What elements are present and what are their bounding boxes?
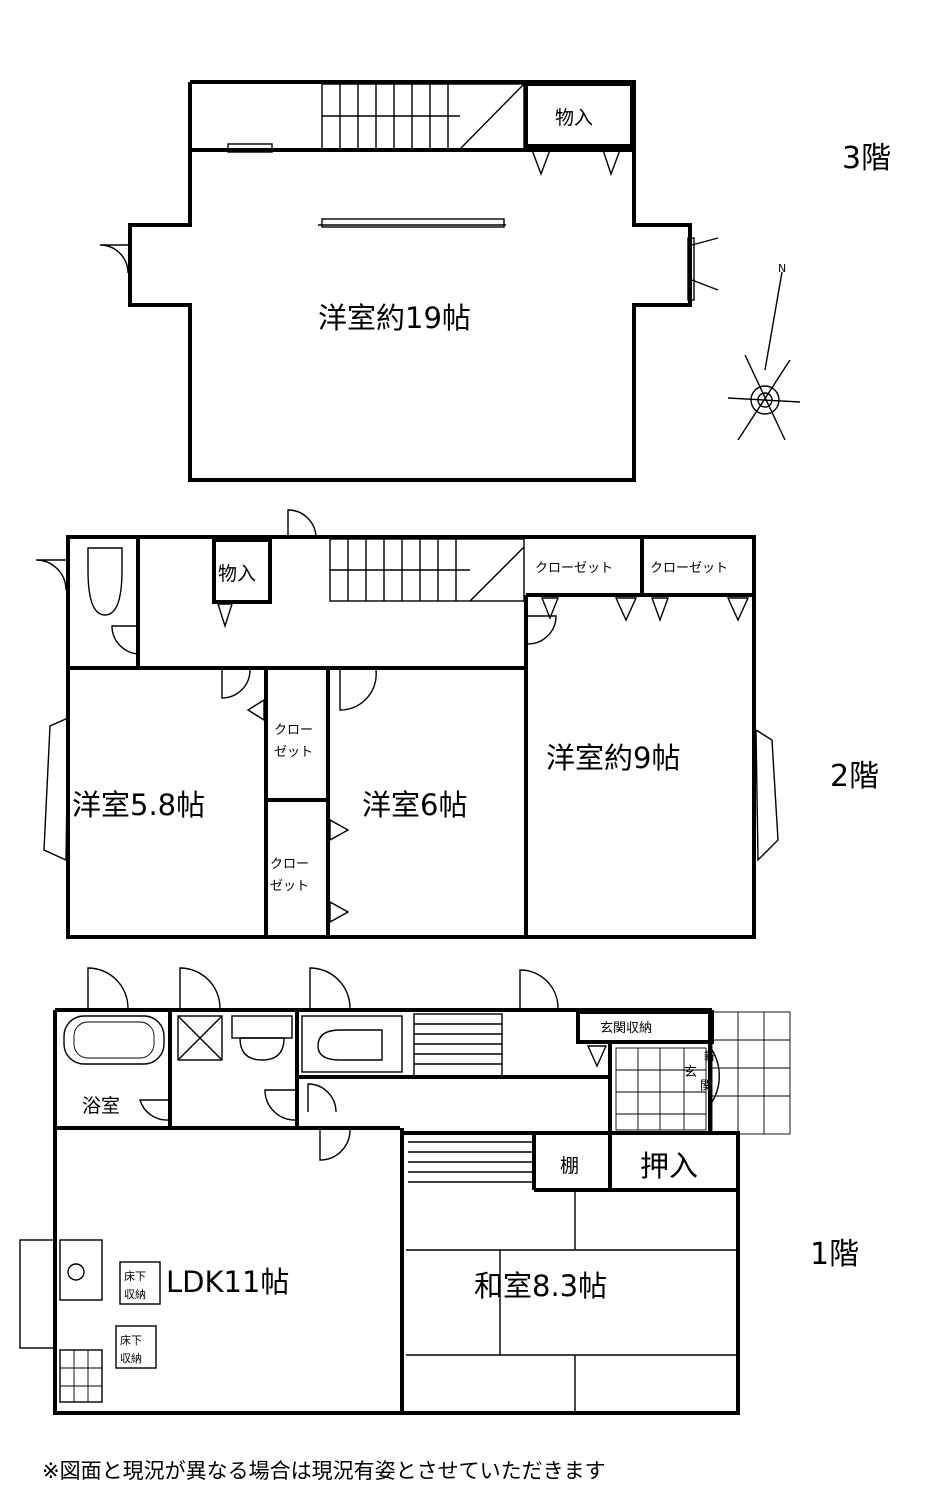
- third-floor-label: 3階: [842, 141, 891, 176]
- new-mark: 新: [704, 1049, 715, 1063]
- second-floor: 物入 クローゼット クローゼット クロー ゼット クロー ゼット: [35, 509, 879, 939]
- tatami-lines: [406, 1192, 736, 1411]
- room-6-label: 洋室6帖: [362, 788, 467, 822]
- third-main-room-label: 洋室約19帖: [318, 301, 471, 335]
- door: [339, 669, 377, 711]
- toilet-icon: [87, 547, 123, 616]
- room-9-label: 洋室約9帖: [546, 741, 680, 775]
- door: [179, 967, 221, 1009]
- second-storage-label: 物入: [218, 563, 256, 585]
- small-closet-1-line1: クロー: [274, 723, 313, 738]
- oshiire-label: 押入: [640, 1149, 698, 1183]
- japanese-room-label: 和室8.3帖: [474, 1269, 607, 1303]
- door: [111, 625, 141, 655]
- door: [264, 1089, 296, 1121]
- disclaimer-note: ※図面と現況が異なる場合は現況有姿とさせていただきます: [42, 1459, 606, 1483]
- door: [309, 967, 351, 1009]
- stairs: [329, 538, 525, 602]
- small-closet-2-line1: クロー: [270, 857, 309, 872]
- sink-icon: [59, 1239, 103, 1301]
- underfloor-1-line1: 床下: [124, 1269, 146, 1283]
- door: [527, 615, 557, 645]
- third-floor: 物入 洋室約19帖 3階: [99, 80, 891, 482]
- compass-north-label: N: [778, 262, 786, 275]
- door: [307, 1083, 337, 1113]
- first-floor-label: 1階: [810, 1237, 859, 1272]
- door: [139, 1099, 169, 1121]
- toilet-icon: [317, 1029, 383, 1061]
- second-floor-label: 2階: [830, 759, 879, 794]
- small-closet-2-line2: ゼット: [270, 879, 309, 894]
- room-5-8-label: 洋室5.8帖: [72, 788, 205, 822]
- door: [99, 244, 129, 274]
- stairs: [321, 83, 525, 150]
- third-storage-label: 物入: [555, 107, 593, 129]
- door: [519, 969, 559, 1009]
- shelf-label: 棚: [560, 1155, 579, 1177]
- underfloor-1-line2: 収納: [124, 1288, 146, 1301]
- ldk-label: LDK11帖: [166, 1265, 289, 1299]
- closet-label-2: クローゼット: [650, 561, 728, 576]
- first-floor: 浴室 玄関収納: [19, 967, 859, 1415]
- closet-label-1: クローゼット: [535, 561, 613, 576]
- entrance-label-1: 玄: [684, 1065, 697, 1080]
- door: [35, 559, 67, 591]
- compass-icon: N: [727, 262, 801, 441]
- entrance-tiles: [615, 1011, 791, 1135]
- underfloor-2-line1: 床下: [120, 1333, 142, 1347]
- door: [319, 1129, 351, 1161]
- door: [221, 669, 251, 699]
- stove-icon: [59, 1349, 103, 1403]
- door: [711, 1049, 720, 1103]
- small-closet-1-line2: ゼット: [274, 745, 313, 760]
- bath-label: 浴室: [82, 1095, 120, 1117]
- entrance-storage-label: 玄関収納: [600, 1021, 652, 1036]
- entrance-label-2: 関: [700, 1079, 713, 1094]
- bathtub-icon: [63, 1015, 165, 1065]
- toilet-icon: [231, 1015, 293, 1061]
- door: [691, 237, 719, 291]
- underfloor-2-line2: 収納: [120, 1352, 142, 1365]
- door: [87, 967, 129, 1009]
- door: [287, 509, 317, 538]
- stairs: [408, 1013, 534, 1183]
